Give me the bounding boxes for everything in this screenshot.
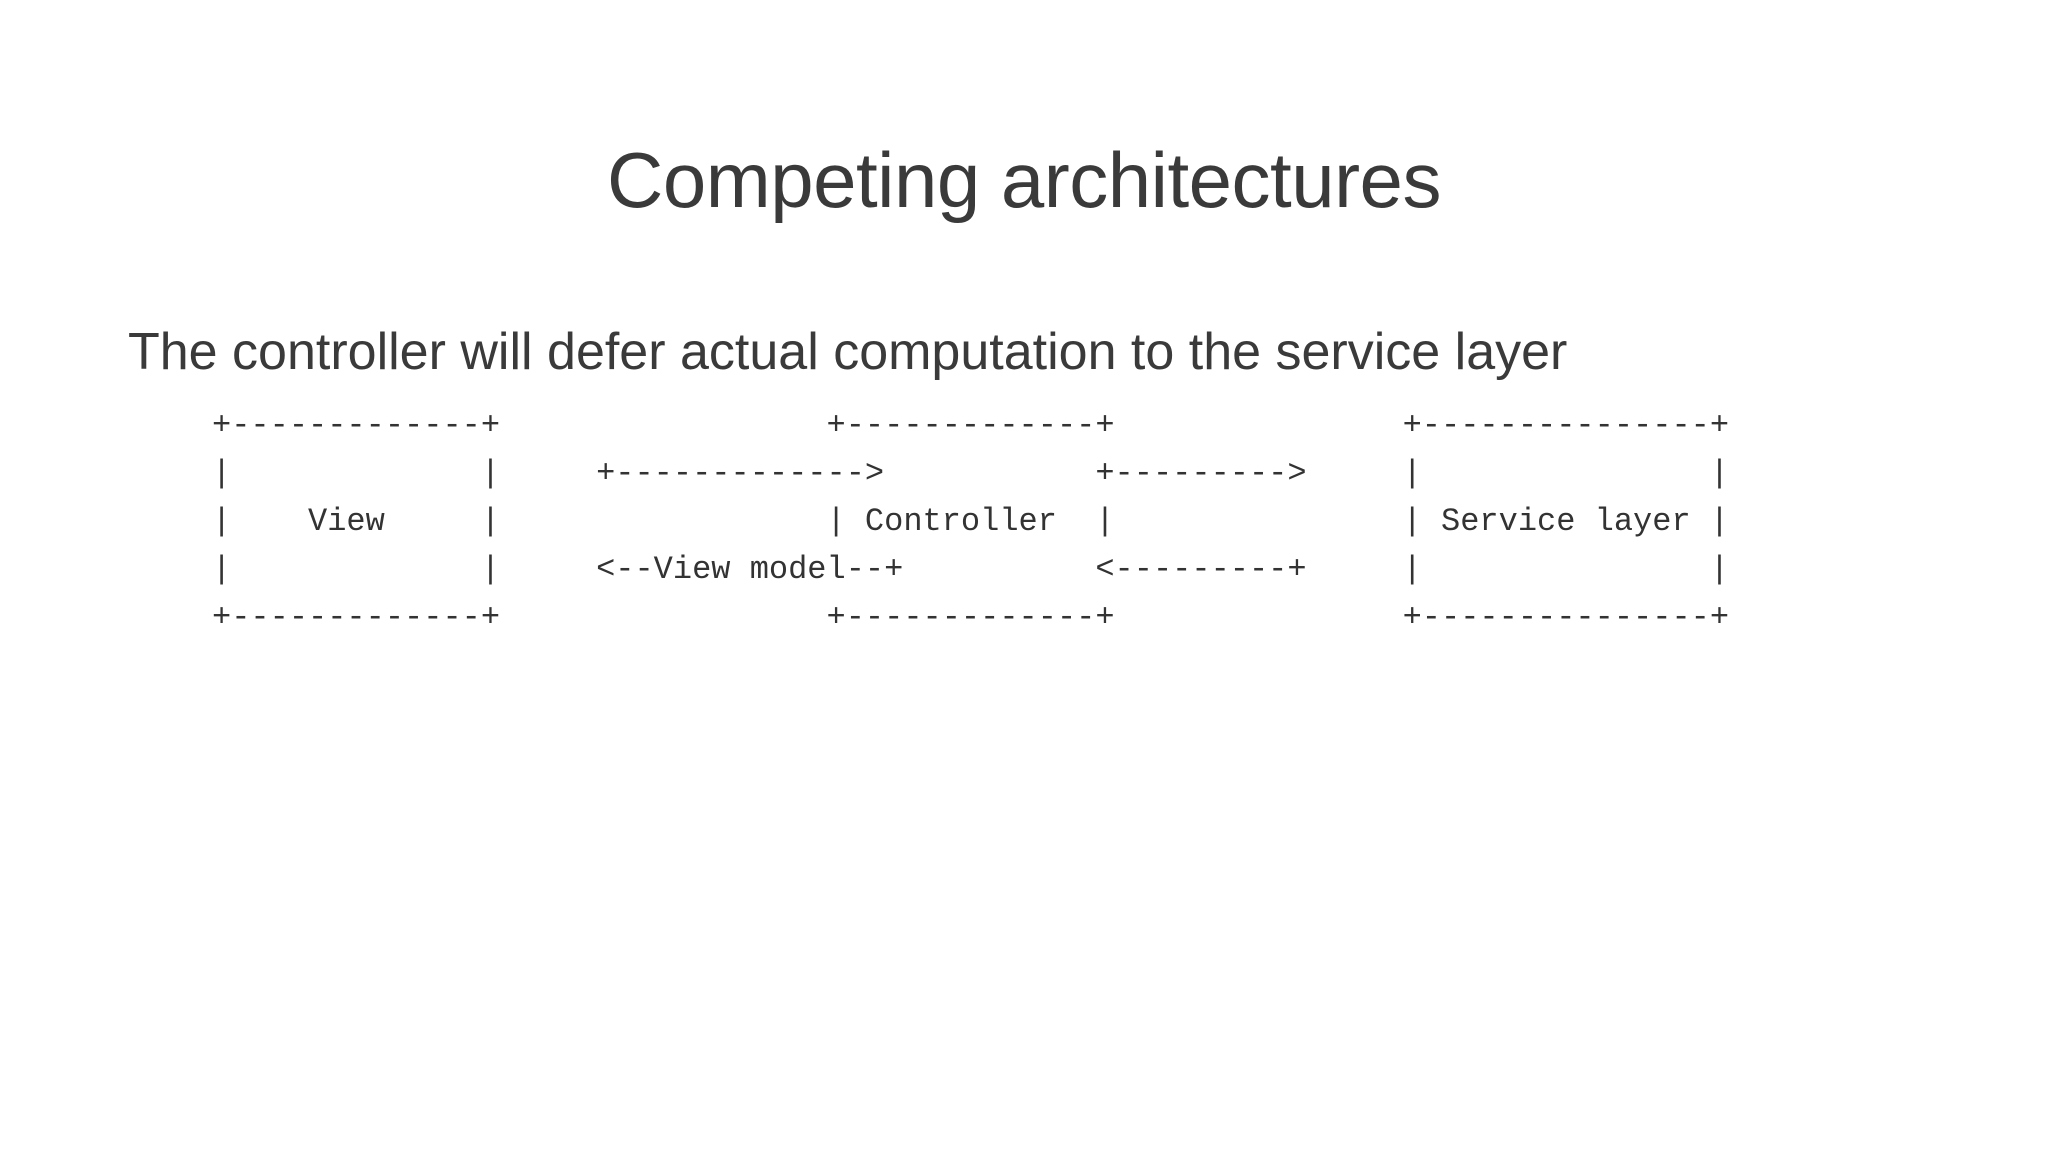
page-title: Competing architectures bbox=[607, 136, 1441, 225]
slide-subtitle: The controller will defer actual computa… bbox=[128, 323, 1568, 381]
ascii-architecture-diagram: +-------------+ +-------------+ +-------… bbox=[212, 407, 1730, 636]
